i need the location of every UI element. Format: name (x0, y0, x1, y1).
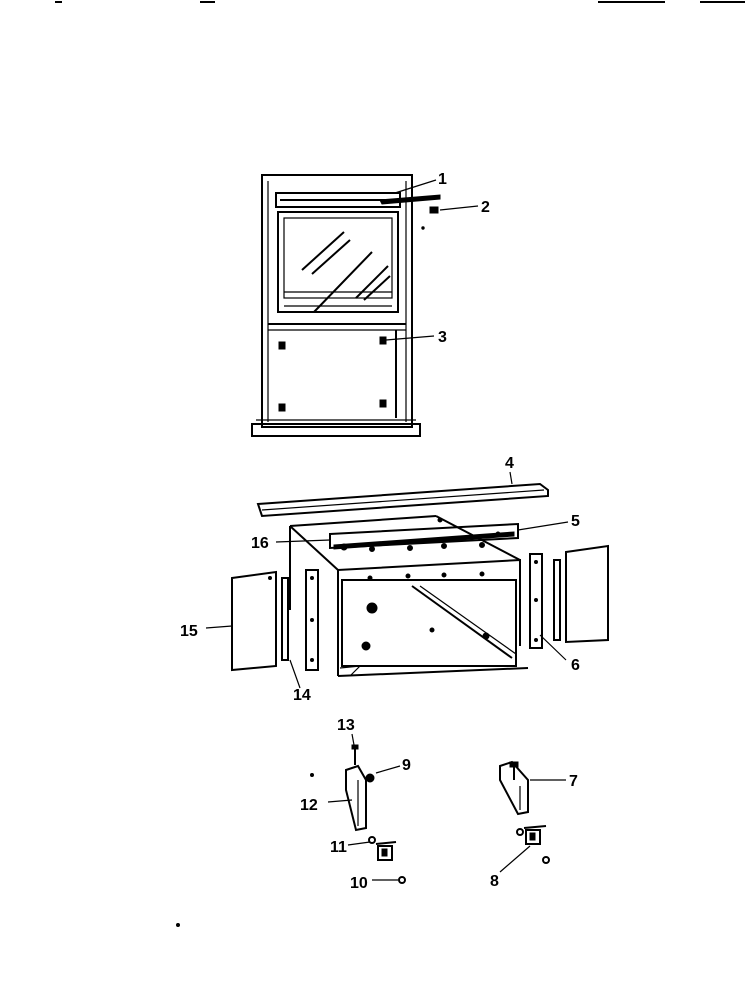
callout-6: 6 (571, 657, 580, 674)
leader-lines (205, 179, 569, 881)
callout-14: 14 (293, 687, 311, 704)
cabinet-assembly (231, 482, 609, 677)
callout-10: 10 (350, 875, 368, 892)
callout-16: 16 (251, 535, 269, 552)
callout-15: 15 (180, 623, 198, 640)
callout-12: 12 (300, 797, 318, 814)
callout-13: 13 (337, 717, 355, 734)
callout-11: 11 (330, 839, 347, 856)
window-assembly (251, 174, 441, 437)
left-support-bracket (310, 744, 406, 884)
callout-2: 2 (481, 199, 490, 216)
callout-7: 7 (569, 773, 578, 790)
callout-8: 8 (490, 873, 499, 890)
callout-1: 1 (438, 171, 447, 188)
callout-labels: 1 2 3 4 5 6 7 8 9 10 11 12 13 14 15 16 (180, 171, 580, 892)
scan-artifacts (55, 1, 745, 927)
callout-5: 5 (571, 513, 580, 530)
callout-3: 3 (438, 329, 447, 346)
callout-9: 9 (402, 757, 411, 774)
callout-4: 4 (505, 455, 514, 472)
right-support-bracket (499, 760, 550, 864)
